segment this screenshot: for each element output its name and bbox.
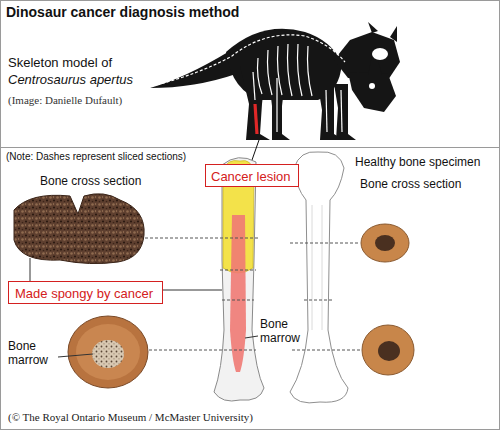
figure-label: Skeleton model of [8, 56, 112, 71]
marrow-cavity [375, 235, 395, 251]
marrow-cavity [378, 341, 400, 361]
species-name: Centrosaurus apertus [8, 73, 133, 88]
leader-line [58, 354, 93, 357]
section-dash [220, 270, 256, 271]
eye-socket [369, 83, 375, 89]
skeleton-front-leg [318, 86, 344, 140]
callout-box: Made spongy by cancer [8, 281, 163, 304]
rib [308, 46, 313, 96]
healthy-bone [290, 152, 348, 403]
leg-bone [326, 90, 327, 132]
callout-text: Cancer lesion [211, 169, 291, 185]
section-dash [290, 243, 360, 244]
bone-marrow-band [230, 215, 246, 372]
frill-opening [372, 48, 388, 60]
panel-divider [0, 147, 500, 148]
skeleton-ribs [253, 44, 342, 132]
skeleton-frill [334, 32, 400, 80]
note-text: (Note: Dashes represent sliced sections) [6, 151, 186, 163]
leader-line [252, 140, 259, 160]
frill-spike [368, 22, 378, 33]
copyright-caption: (© The Royal Ontario Museum / McMaster U… [8, 411, 253, 424]
section-dash [149, 350, 256, 351]
image-credit: (Image: Danielle Dufault) [8, 94, 122, 107]
marrow-cavity [92, 340, 124, 368]
skeleton-model [150, 22, 400, 140]
cortex [76, 324, 140, 380]
skeleton-skull [348, 72, 396, 112]
leader-lines [30, 258, 258, 357]
diagram-title: Dinosaur cancer diagnosis method [6, 4, 239, 20]
leader-line [30, 258, 31, 282]
part-label: Bone marrow [8, 340, 58, 368]
section-dash [145, 238, 258, 239]
cross-section [362, 325, 414, 375]
rib [288, 44, 293, 96]
section-label: Bone cross section [40, 175, 141, 189]
rib [278, 46, 283, 95]
frill-spike [390, 26, 397, 42]
skeleton-front-leg [334, 84, 356, 140]
cross-section [361, 224, 409, 262]
leader-line [245, 336, 258, 338]
rib [268, 50, 273, 95]
section-dash [292, 350, 361, 351]
leg-bone [341, 90, 342, 132]
callout-text: Made spongy by cancer [15, 286, 153, 302]
rib [298, 44, 303, 96]
specimen-label: Healthy bone specimen [355, 156, 480, 170]
skeleton-hind-leg [240, 66, 270, 140]
leg-bone [253, 72, 255, 100]
part-label: Bone marrow [260, 318, 308, 346]
diseased-fibula [255, 104, 257, 134]
section-dash [304, 300, 332, 301]
cross-section [68, 316, 148, 388]
leg-bone [276, 78, 277, 132]
callout-box: Cancer lesion [205, 164, 299, 187]
bone-shading [312, 205, 322, 330]
spongy-cross-section [14, 194, 144, 264]
fibula-specimen [214, 158, 264, 401]
skeleton-spine [152, 35, 345, 86]
section-label: Bone cross section [360, 178, 461, 192]
rib [258, 58, 263, 94]
section-dash [222, 300, 254, 301]
section-dashes [145, 238, 361, 350]
